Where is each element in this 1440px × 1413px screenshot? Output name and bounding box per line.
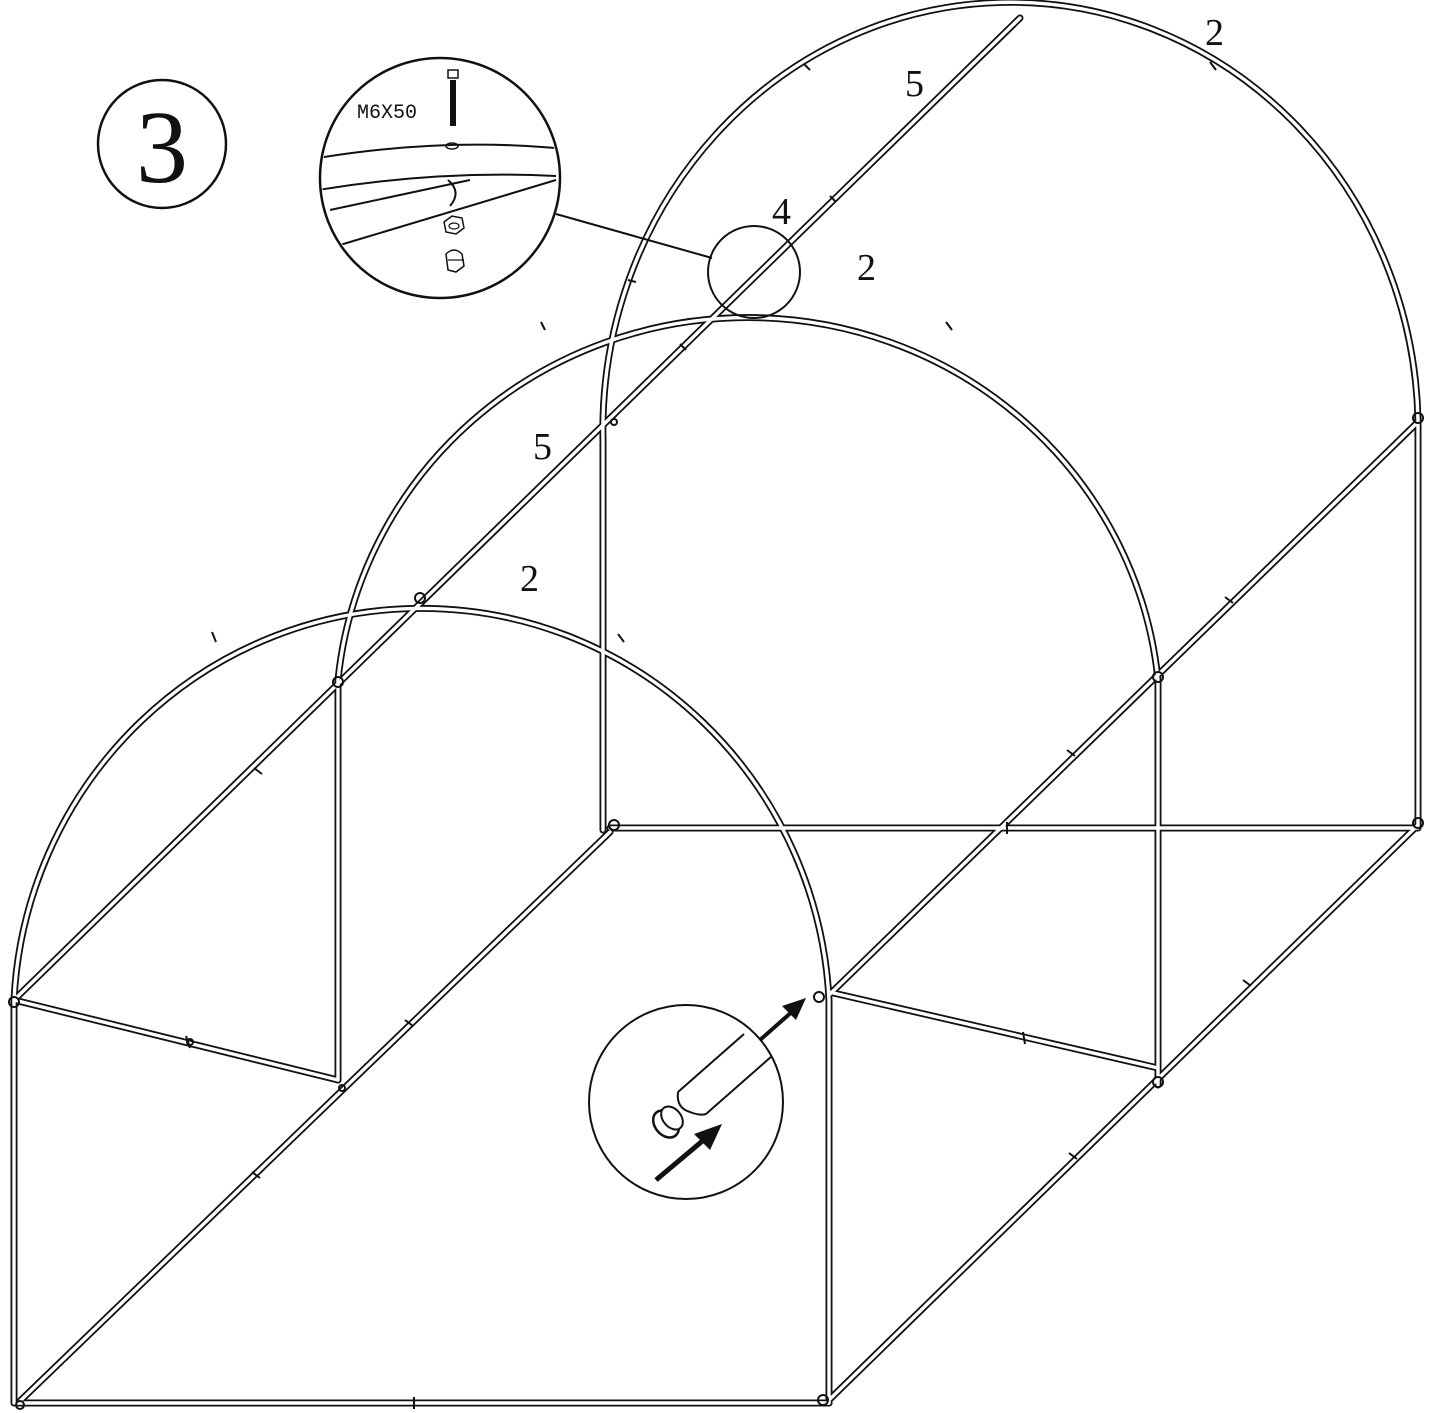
part-label-front-ridge: 5 <box>533 426 552 468</box>
bolt-icon <box>447 69 459 126</box>
part-label-front-arch: 2 <box>520 558 539 600</box>
joint-fittings <box>8 412 1424 1410</box>
step-indicator: 3 <box>96 78 228 210</box>
step-number: 3 <box>136 90 188 205</box>
arrow-icon <box>654 1124 722 1182</box>
greenhouse-frame <box>8 0 1424 1410</box>
part-label-back-ridge: 5 <box>905 63 924 105</box>
nut-icon <box>443 215 465 235</box>
cap-nut-icon <box>445 249 465 273</box>
bolt-detail-callout: M6X50 <box>318 56 801 319</box>
part-label-connector: 4 <box>772 191 791 233</box>
bolt-size-label: M6X50 <box>357 102 417 125</box>
end-cap-icon <box>651 1105 684 1139</box>
part-label-middle-arch: 2 <box>857 247 876 289</box>
arrow-icon <box>758 998 806 1042</box>
part-label-back-arch: 2 <box>1205 12 1224 54</box>
part-labels: 2 5 4 2 5 2 <box>520 12 1224 600</box>
end-cap-detail-callout <box>588 998 806 1200</box>
